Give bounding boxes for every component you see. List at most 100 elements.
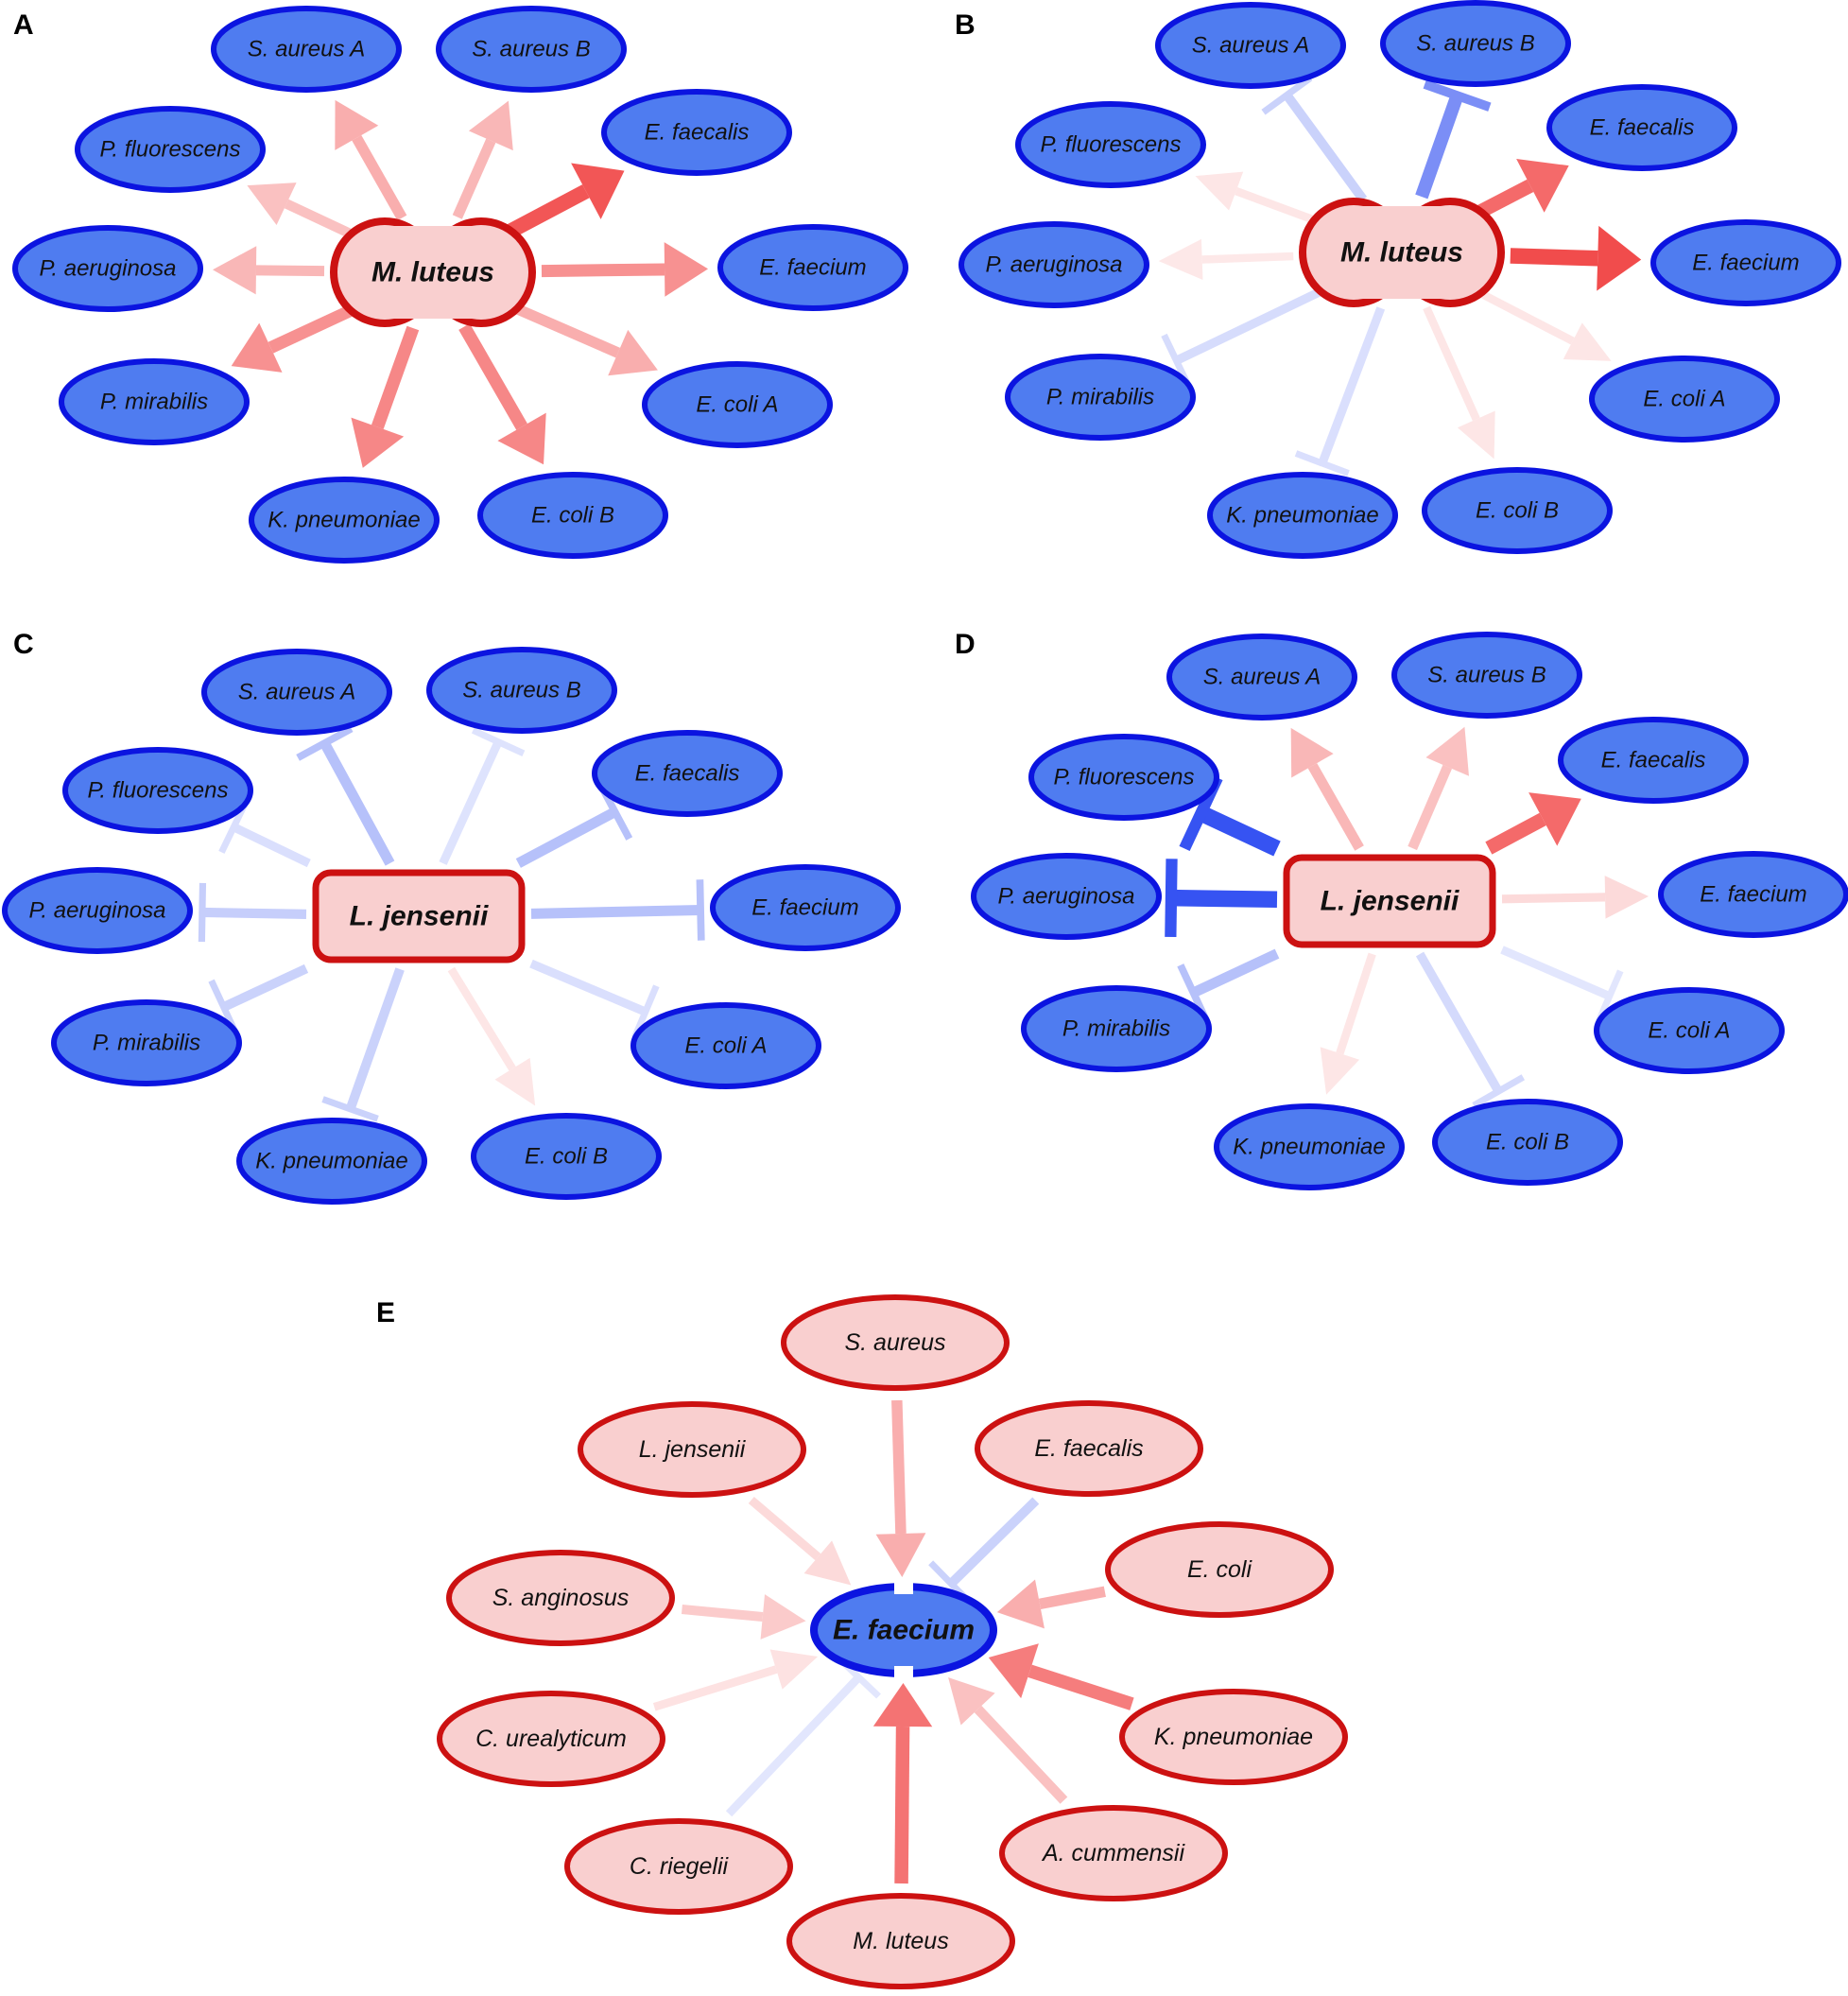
node-ellipse	[59, 358, 250, 445]
edge-s-aureus-b-shaft	[1408, 764, 1453, 851]
node-ellipse	[592, 730, 783, 817]
node-label: C. riegelii	[630, 1853, 730, 1880]
edge-p-fluorescens-shaft	[232, 823, 311, 868]
center-label: L. jensenii	[1321, 886, 1459, 917]
edge-p-aeruginosa-arrowhead	[1158, 238, 1203, 281]
edge-k-pneumoniae-shaft	[1028, 1664, 1134, 1710]
edge-e-coli-b-bar	[1472, 1074, 1526, 1109]
node-e-coli-b: E. coli B	[477, 472, 668, 559]
node-k-pneumoniae: K. pneumoniae	[249, 477, 440, 564]
edge-s-aureus-arrowhead	[875, 1533, 926, 1578]
edge-s-aureus-b-shaft	[452, 138, 496, 219]
node-label: S. anginosus	[492, 1585, 630, 1611]
node-label: S. aureus A	[1203, 665, 1321, 690]
node-e-coli: E. coli	[1105, 1521, 1334, 1618]
edge-p-aeruginosa-bar	[198, 882, 207, 943]
node-label: P. fluorescens	[1054, 765, 1195, 790]
panel-letter: A	[13, 9, 34, 41]
edge-e-coli-arrowhead	[996, 1579, 1045, 1629]
edge-s-aureus-b-bar	[1423, 79, 1492, 112]
edge-e-coli-b-shaft	[1415, 951, 1503, 1094]
node-label: P. mirabilis	[93, 1031, 200, 1056]
edge-e-coli-a-shaft	[514, 304, 621, 358]
node-label: P. aeruginosa	[985, 252, 1122, 278]
center-rod	[312, 869, 526, 963]
node-ellipse	[1432, 1099, 1623, 1186]
node-ellipse	[446, 1550, 675, 1646]
edge-p-fluorescens-shaft	[1197, 806, 1281, 857]
node-ellipse	[437, 1691, 665, 1787]
node-ellipse	[62, 747, 253, 834]
node-label: S. aureus A	[1192, 33, 1310, 59]
edge-e-coli-shaft	[1038, 1586, 1106, 1610]
edge-p-mirabilis-shaft	[1191, 948, 1280, 998]
node-label: E. coli A	[1643, 387, 1725, 412]
node-e-faecalis: E. faecalis	[592, 730, 783, 817]
node-p-aeruginosa: P. aeruginosa	[971, 853, 1162, 940]
node-label: E. faecium	[1700, 882, 1806, 908]
node-k-pneumoniae: K. pneumoniae	[1119, 1689, 1348, 1785]
node-p-aeruginosa: P. aeruginosa	[959, 221, 1149, 308]
node-label: P. fluorescens	[88, 778, 229, 804]
edges	[652, 1399, 1134, 1884]
edge-p-fluorescens-shaft	[284, 199, 354, 239]
edge-m-luteus-arrowhead	[872, 1682, 933, 1727]
node-ellipse	[1021, 985, 1212, 1072]
node-ellipse	[51, 999, 242, 1086]
edge-e-faecalis-shaft	[515, 807, 618, 868]
edge-e-faecium-arrowhead	[1597, 225, 1642, 291]
node-label: E. coli A	[1648, 1018, 1730, 1044]
node-label: P. fluorescens	[100, 137, 241, 163]
node-ellipse	[1558, 717, 1749, 804]
edge-s-aureus-b-shaft	[1415, 93, 1464, 200]
node-s-aureus-a: S. aureus A	[1166, 634, 1357, 720]
node-s-aureus-b: S. aureus B	[436, 6, 627, 93]
edge-k-pneumoniae-bar	[321, 1096, 379, 1122]
node-s-aureus-b: S. aureus B	[1391, 632, 1582, 719]
edge-k-pneumoniae-shaft	[1336, 952, 1376, 1055]
node-ellipse	[201, 649, 392, 736]
edge-k-pneumoniae-arrowhead	[988, 1643, 1039, 1699]
node-p-fluorescens: P. fluorescens	[1028, 734, 1219, 821]
node-e-faecium: E. faecium	[1658, 851, 1848, 938]
node-e-faecium: E. faecium	[717, 224, 908, 311]
node-label: K. pneumoniae	[1154, 1724, 1313, 1750]
node-ellipse	[12, 225, 203, 312]
edge-k-pneumoniae-arrowhead	[1320, 1047, 1360, 1095]
node-label: K. pneumoniae	[255, 1149, 407, 1174]
center-label: M. luteus	[1340, 237, 1463, 269]
node-ellipse	[1155, 2, 1346, 89]
node-p-fluorescens: P. fluorescens	[62, 747, 253, 834]
node-ellipse	[642, 361, 833, 448]
node-ellipse	[1422, 467, 1613, 554]
edge-s-aureus-b-arrowhead	[468, 100, 513, 151]
edge-k-pneumoniae-shaft	[345, 967, 405, 1111]
node-k-pneumoniae: K. pneumoniae	[1207, 472, 1398, 559]
node-ellipse	[999, 1805, 1228, 1901]
node-ellipse	[578, 1401, 806, 1498]
edge-e-coli-a-arrowhead	[608, 329, 658, 376]
node-ellipse	[436, 6, 627, 93]
edge-c-urealyticum-arrowhead	[769, 1649, 819, 1690]
node-ellipse	[249, 477, 440, 564]
node-label: S. aureus B	[1416, 31, 1534, 57]
node-label: E. coli A	[696, 392, 778, 418]
edge-l-jensenii-arrowhead	[803, 1540, 852, 1586]
edge-e-faecalis-shaft	[947, 1497, 1040, 1588]
node-ellipse	[601, 89, 792, 176]
node-ellipse	[211, 6, 402, 93]
edge-e-faecium-shaft	[541, 263, 665, 278]
edge-p-mirabilis-shaft	[268, 304, 354, 354]
center-notch-bottom	[894, 1666, 913, 1679]
edge-s-aureus-a-shaft	[1283, 92, 1368, 202]
node-label: S. aureus B	[1427, 663, 1546, 688]
node-ellipse	[717, 224, 908, 311]
node-label: M. luteus	[853, 1928, 948, 1954]
node-ellipse	[959, 221, 1149, 308]
edge-k-pneumoniae-shaft	[1318, 306, 1386, 465]
node-s-aureus-b: S. aureus B	[426, 647, 617, 734]
edge-e-coli-b-arrowhead	[497, 412, 546, 465]
